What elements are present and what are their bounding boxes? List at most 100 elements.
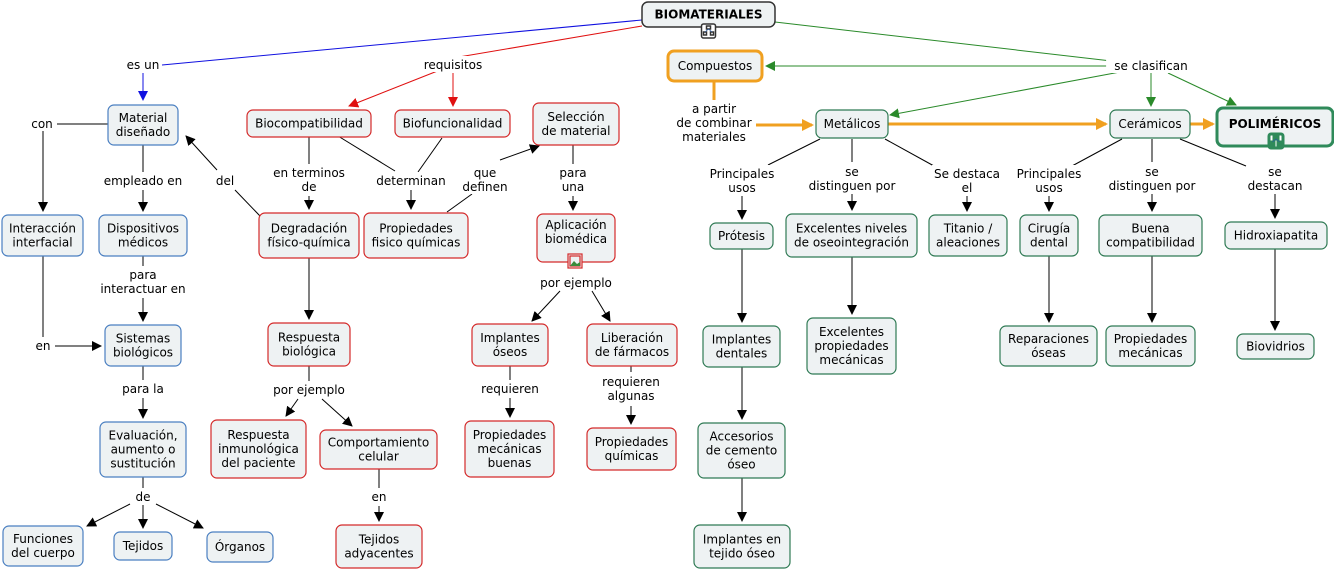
node-label-propfis: fisico químicas	[372, 236, 461, 250]
node-label-excmec: Excelentes	[819, 325, 884, 339]
link-label-sedistinguen2: distinguen por	[1109, 179, 1196, 193]
link-label-esun: es un	[127, 58, 160, 72]
link-label-seclasifican: se clasifican	[1114, 59, 1187, 73]
link-label-bg	[675, 100, 753, 144]
node-label-liberacion: de fármacos	[595, 345, 669, 359]
node-label-buenacomp: compatibilidad	[1106, 236, 1195, 250]
node-hidroxi[interactable]: Hidroxiapatita	[1224, 221, 1328, 250]
node-label-excmec: propiedades	[814, 339, 888, 353]
node-label-aplicacion: Aplicación	[545, 218, 606, 232]
node-polimericos[interactable]: POLIMÉRICOS	[1215, 106, 1334, 150]
submap-icon[interactable]	[1267, 132, 1285, 150]
link-label-determinan: determinan	[376, 174, 445, 188]
node-label-polimericos: POLIMÉRICOS	[1229, 116, 1322, 131]
connector-line	[767, 138, 821, 166]
node-label-respinmuno: inmunológica	[218, 442, 299, 456]
node-label-seleccion: de material	[542, 124, 611, 138]
link-label-principales2: usos	[1035, 181, 1062, 195]
node-biocompat[interactable]: Biocompatibilidad	[246, 109, 372, 138]
node-label-aplicacion: biomédica	[545, 232, 607, 246]
node-label-protesis: Prótesis	[718, 229, 765, 243]
node-label-cirugia: dental	[1030, 236, 1068, 250]
connector-line	[285, 398, 299, 417]
node-tejidos[interactable]: Tejidos	[113, 531, 173, 561]
node-biofunc[interactable]: Biofuncionalidad	[394, 109, 511, 138]
node-label-propmec2: mecánicas	[1118, 346, 1182, 360]
image-icon[interactable]	[567, 253, 583, 269]
link-label-sedestacan: destacan	[1248, 179, 1303, 193]
link-label-bg	[703, 165, 781, 195]
node-label-dispositivos: médicos	[118, 236, 168, 250]
link-label-requierenalg: algunas	[607, 389, 654, 403]
node-metalicos[interactable]: Metálicos	[815, 109, 889, 139]
submap-icon[interactable]	[700, 23, 717, 39]
link-label-bg	[134, 488, 152, 504]
node-label-propquim: químicas	[605, 449, 659, 463]
node-biomateriales[interactable]: BIOMATERIALES	[641, 1, 776, 39]
connector-line	[446, 193, 473, 213]
node-protesis[interactable]: Prótesis	[709, 222, 774, 250]
node-label-comportamiento: Comportamiento	[328, 436, 429, 450]
node-label-accesorios: Accesorios	[709, 430, 773, 444]
link-label-bg	[557, 164, 589, 194]
node-label-titanio: aleaciones	[936, 236, 1000, 250]
node-label-propmecbuenas: buenas	[488, 456, 532, 470]
node-label-sistemas: biológicos	[113, 346, 173, 360]
node-ceramicos[interactable]: Cerámicos	[1109, 109, 1191, 139]
node-organos[interactable]: Órganos	[206, 531, 274, 563]
node-label-sistemas: Sistemas	[116, 332, 171, 346]
connector-line	[417, 137, 443, 173]
node-label-imptejido: Implantes en	[703, 533, 781, 547]
node-titanio[interactable]: Titanio /aleaciones	[928, 214, 1008, 257]
node-label-interaccion: interfacial	[12, 236, 72, 250]
link-label-requierenalg: requieren	[602, 375, 660, 389]
link-label-sedestaca1: Se destaca	[934, 167, 1000, 181]
link-label-de: de	[136, 490, 151, 504]
node-compuestos[interactable]: Compuestos	[666, 49, 764, 83]
link-label-bg	[270, 164, 348, 194]
node-label-evaluacion: sustitución	[110, 457, 175, 471]
node-label-material: diseñado	[116, 125, 171, 139]
node-label-propfis: Propiedades	[379, 222, 453, 236]
link-label-empleado: empleado en	[104, 174, 183, 188]
link-label-bg	[117, 380, 169, 396]
link-label-bg	[803, 163, 901, 193]
node-label-implantes: óseos	[493, 345, 528, 359]
link-label-enterminos: en terminos	[273, 166, 345, 180]
node-label-evaluacion: aumento o	[111, 443, 176, 457]
link-label-bg	[104, 172, 182, 188]
node-biovidrios[interactable]: Biovidrios	[1236, 333, 1315, 360]
node-label-material: Material	[119, 111, 168, 125]
link-label-bg	[1246, 163, 1304, 193]
node-label-accesorios: óseo	[727, 458, 755, 472]
node-label-biocompat: Biocompatibilidad	[255, 117, 363, 131]
